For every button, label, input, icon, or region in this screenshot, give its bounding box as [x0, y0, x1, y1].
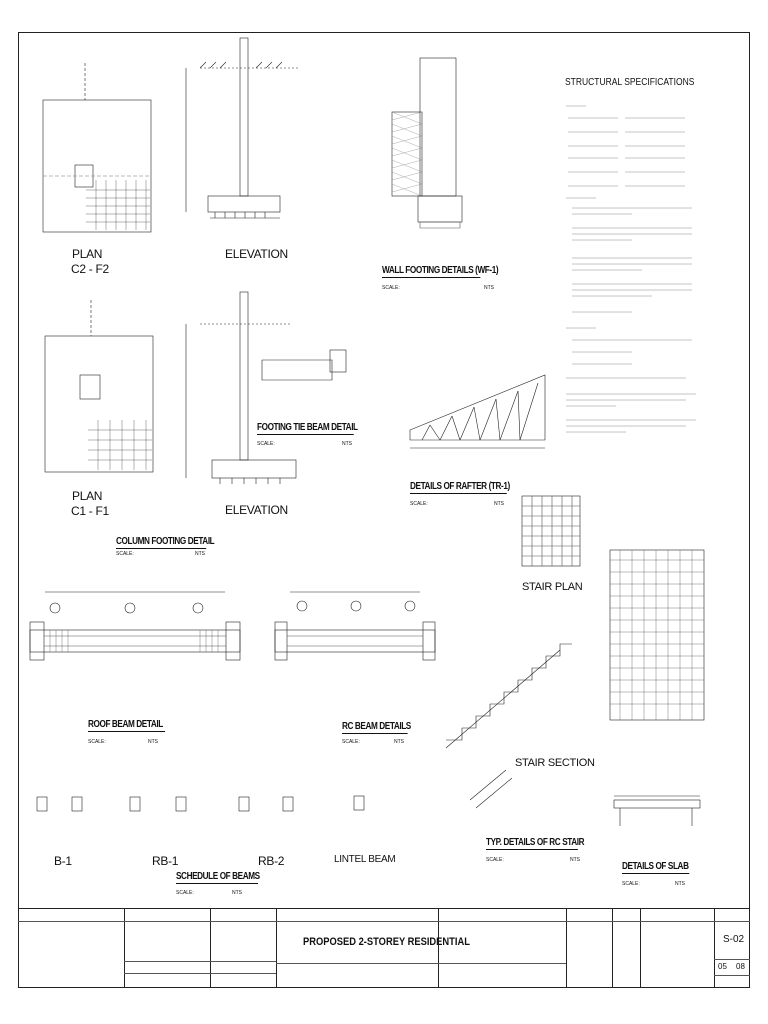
beam-schedule-drawing	[36, 795, 365, 812]
rc-stair-scale: SCALE:	[486, 857, 504, 863]
sheet-index: 05	[718, 962, 727, 971]
drawing-sheet	[18, 32, 750, 988]
plan-c2-title: PLAN	[72, 247, 103, 261]
schedule-title: SCHEDULE OF BEAMS	[176, 871, 260, 884]
wall-footing-drawing	[391, 57, 463, 229]
stair-plan-drawing	[521, 495, 581, 567]
rafter-scale: SCALE:	[410, 501, 428, 507]
rc-stair-title: TYP. DETAILS OF RC STAIR	[486, 837, 585, 850]
column-footing-scale: SCALE:	[116, 551, 134, 557]
slab-plan-drawing	[609, 549, 705, 826]
rafter-drawing	[409, 374, 546, 449]
specs-title: STRUCTURAL SPECIFICATIONS	[565, 77, 695, 88]
stair-plan-title: STAIR PLAN	[522, 581, 583, 593]
roof-beam-drawing	[29, 591, 241, 661]
rc-beam-drawing	[274, 591, 436, 661]
lintel-beam-label: LINTEL BEAM	[334, 854, 396, 865]
slab-scale: SCALE:	[622, 881, 640, 887]
beam-rb1-label: RB-1	[152, 854, 179, 868]
schedule-nts: NTS	[232, 890, 242, 896]
roof-beam-scale: SCALE:	[88, 739, 106, 745]
rc-beam-title: RC BEAM DETAILS	[342, 721, 411, 734]
slab-title: DETAILS OF SLAB	[622, 861, 690, 874]
plan-c1-subtitle: C1 - F1	[71, 504, 109, 518]
tie-beam-scale: SCALE:	[257, 441, 275, 447]
elevation-2-title: ELEVATION	[225, 503, 288, 517]
stair-section-title: STAIR SECTION	[515, 757, 595, 769]
rc-beam-scale: SCALE:	[342, 739, 360, 745]
project-title: PROPOSED 2-STOREY RESIDENTIAL	[303, 936, 470, 948]
elevation-1-title: ELEVATION	[225, 247, 288, 261]
elevation-2-drawing	[185, 291, 347, 484]
beam-rb2-label: RB-2	[258, 854, 285, 868]
tie-beam-nts: NTS	[342, 441, 352, 447]
rafter-title: DETAILS OF RAFTER (TR-1)	[410, 481, 510, 494]
sheet-number: S-02	[723, 934, 745, 945]
beam-b1-label: B-1	[54, 854, 72, 868]
rc-beam-nts: NTS	[394, 739, 404, 745]
wall-footing-nts: NTS	[484, 285, 494, 291]
wall-footing-title: WALL FOOTING DETAILS (WF-1)	[382, 265, 499, 278]
tie-beam-title: FOOTING TIE BEAM DETAIL	[257, 422, 358, 435]
plan-c1-f1-drawing	[44, 300, 154, 473]
column-footing-nts: NTS	[195, 551, 205, 557]
roof-beam-nts: NTS	[148, 739, 158, 745]
rc-stair-nts: NTS	[570, 857, 580, 863]
schedule-scale: SCALE:	[176, 890, 194, 896]
title-block: PROPOSED 2-STOREY RESIDENTIAL S-02 05 08	[18, 908, 750, 988]
wall-footing-scale: SCALE:	[382, 285, 400, 291]
slab-nts: NTS	[675, 881, 685, 887]
plan-c1-title: PLAN	[72, 489, 103, 503]
column-footing-title: COLUMN FOOTING DETAIL	[116, 536, 215, 549]
plan-c2-f2-drawing	[42, 63, 152, 233]
roof-beam-title: ROOF BEAM DETAIL	[88, 720, 166, 732]
elevation-1-drawing	[185, 37, 300, 219]
sheet-total: 08	[736, 962, 745, 971]
stair-section-drawing	[445, 643, 572, 809]
rafter-nts: NTS	[494, 501, 504, 507]
plan-c2-subtitle: C2 - F2	[71, 262, 109, 276]
